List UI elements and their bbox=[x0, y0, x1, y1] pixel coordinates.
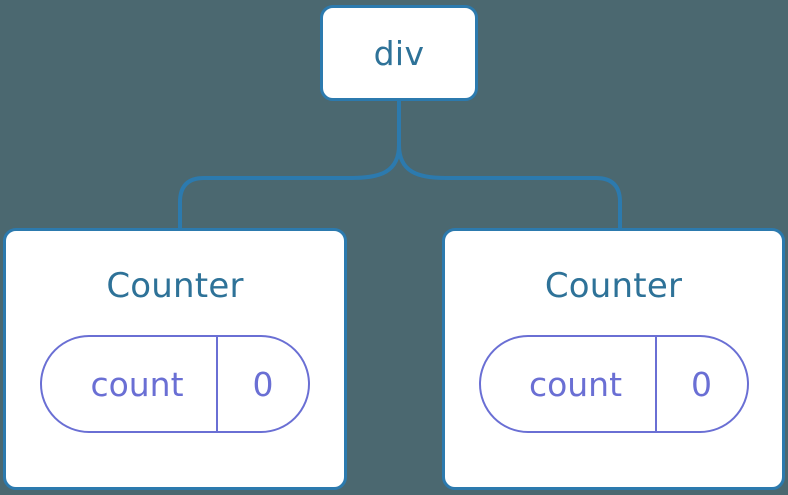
state-pill-value: 0 bbox=[654, 337, 747, 431]
state-pill-value: 0 bbox=[216, 337, 308, 431]
node-component-counter-2[interactable]: Counter count 0 bbox=[442, 228, 785, 490]
state-pill-key: count bbox=[90, 364, 184, 404]
connector-branch-left bbox=[178, 144, 401, 230]
state-pill-key: count bbox=[528, 364, 623, 404]
node-root-label: div bbox=[373, 33, 425, 73]
state-pill-count-2[interactable]: count 0 bbox=[478, 335, 749, 433]
node-component-title: Counter bbox=[106, 266, 244, 306]
node-component-counter-1[interactable]: Counter count 0 bbox=[3, 228, 347, 490]
state-pill-count-1[interactable]: count 0 bbox=[40, 335, 310, 433]
connector-branch-right bbox=[397, 144, 622, 230]
node-component-title: Counter bbox=[544, 266, 683, 306]
node-root-div[interactable]: div bbox=[320, 5, 478, 101]
